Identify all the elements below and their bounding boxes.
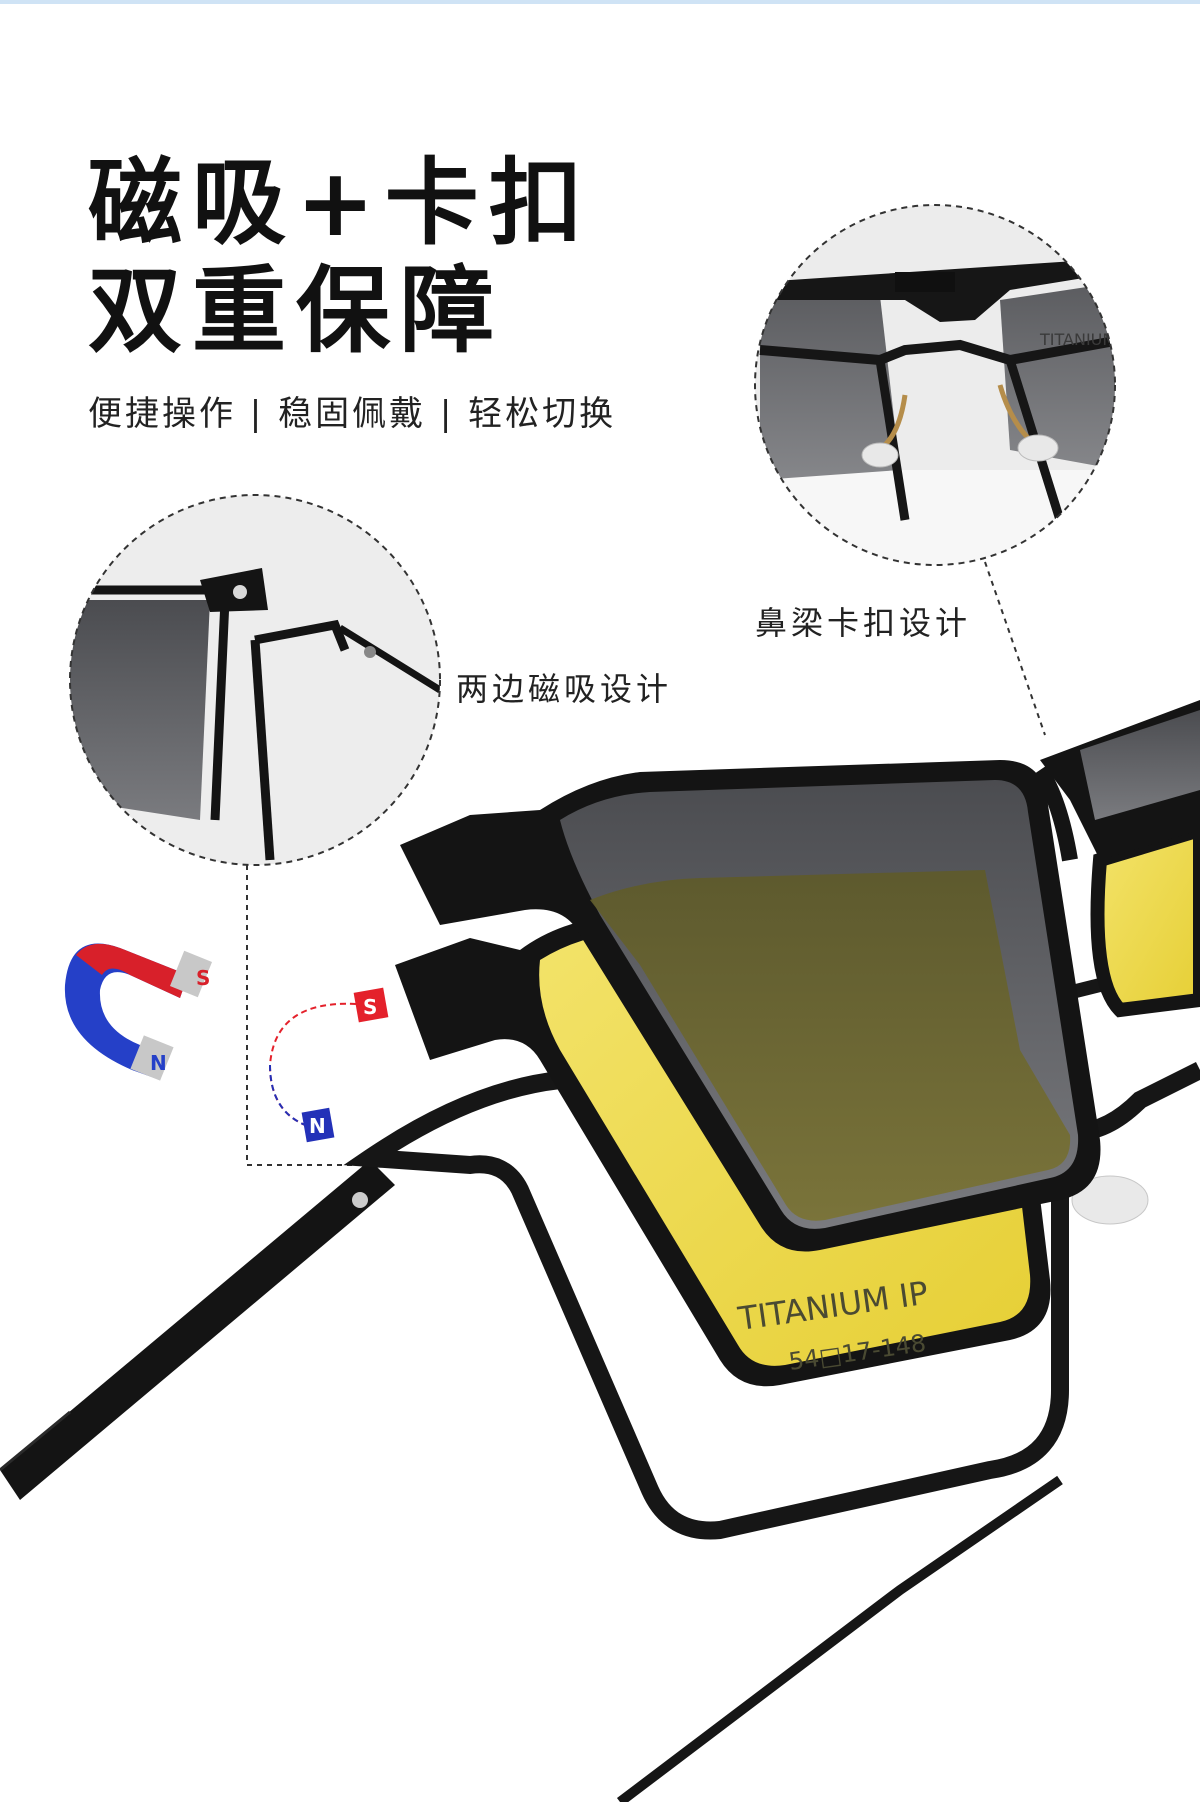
base-frame-hinge-dot — [352, 1192, 368, 1208]
north-pole-marker — [301, 1107, 335, 1143]
nose-bridge-callout: 鼻梁卡扣设计 — [755, 604, 972, 642]
pole-markers: S N — [268, 987, 389, 1143]
feature-subtitle: 便捷操作 | 稳固佩戴 | 轻松切换 — [88, 394, 617, 434]
base-frame-rim — [343, 990, 1069, 1540]
glasses-stack: TITANIUM IP 54□17-148 — [0, 700, 1200, 1802]
horseshoe-magnet-icon: S N — [64, 943, 213, 1081]
magnet-n-label: N — [150, 1051, 167, 1075]
side-leader-line — [246, 865, 368, 1166]
magnet-s-label: S — [196, 966, 210, 990]
south-pole-label: S — [363, 995, 377, 1019]
nose-bridge-detail: TITANIUM IP — [754, 204, 1136, 566]
base-frame-temple — [0, 1160, 395, 1500]
nose-leader-line — [984, 561, 1046, 736]
south-pole-marker — [353, 987, 389, 1023]
nose-lens-imprint: TITANIUM IP — [1039, 330, 1136, 349]
side-magnet-detail — [69, 494, 441, 866]
headline: 磁吸+卡扣 双重保障 — [88, 150, 593, 366]
north-pole-label: N — [309, 1114, 326, 1138]
headline-line1: 磁吸+卡扣 — [88, 149, 593, 258]
side-magnet-callout: 两边磁吸设计 — [456, 670, 673, 708]
top-accent-bar — [0, 0, 1200, 4]
headline-line2: 双重保障 — [88, 257, 505, 366]
